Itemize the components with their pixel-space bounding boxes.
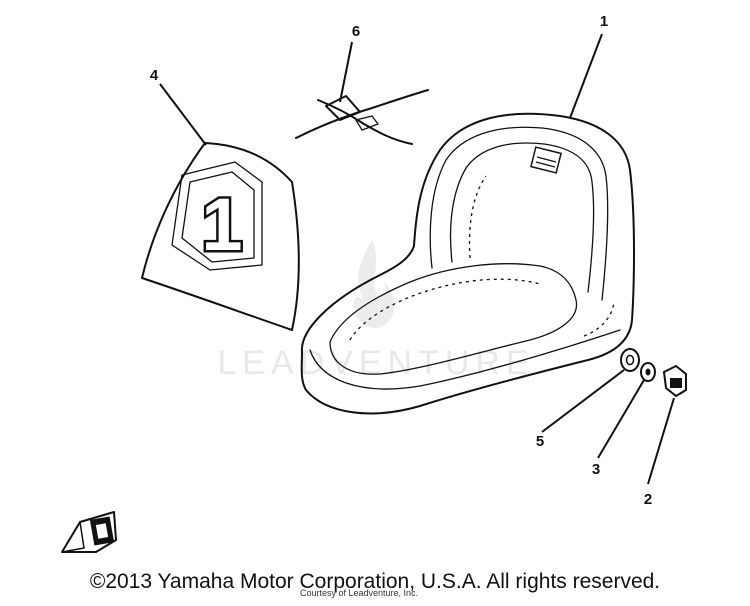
leader-2 xyxy=(647,397,675,485)
watermark: LEADVENTURE xyxy=(217,240,534,382)
callout-6: 6 xyxy=(352,23,360,40)
leader-3 xyxy=(597,379,645,459)
leader-6 xyxy=(339,41,353,103)
part-3-lock-washer xyxy=(640,362,656,382)
courtesy-caption: Courtesy of Leadventure, Inc. xyxy=(300,588,419,598)
leader-lines xyxy=(159,33,675,485)
manual-book-icon xyxy=(61,511,117,553)
watermark-text: LEADVENTURE xyxy=(217,344,534,382)
hardware xyxy=(620,348,687,398)
part-1-seat xyxy=(300,112,635,415)
part-5-washer xyxy=(620,348,640,372)
callout-4: 4 xyxy=(150,67,159,84)
emblem-number: 1 xyxy=(201,183,242,266)
seat-badge xyxy=(530,146,562,174)
leader-5 xyxy=(541,369,625,433)
callout-labels: 1 2 3 4 5 6 xyxy=(150,13,652,508)
copyright-notice: ©2013 Yamaha Motor Corporation, U.S.A. A… xyxy=(89,570,661,593)
part-6-decal xyxy=(295,89,429,145)
callout-5: 5 xyxy=(536,433,544,450)
callout-3: 3 xyxy=(592,461,600,478)
part-2-bolt xyxy=(662,364,687,398)
leader-1 xyxy=(569,33,603,119)
callout-2: 2 xyxy=(644,491,652,508)
leader-4 xyxy=(159,83,207,146)
callout-1: 1 xyxy=(600,13,608,30)
part-4-back-pad: 1 xyxy=(141,142,300,331)
flame-logo-icon xyxy=(353,240,395,328)
